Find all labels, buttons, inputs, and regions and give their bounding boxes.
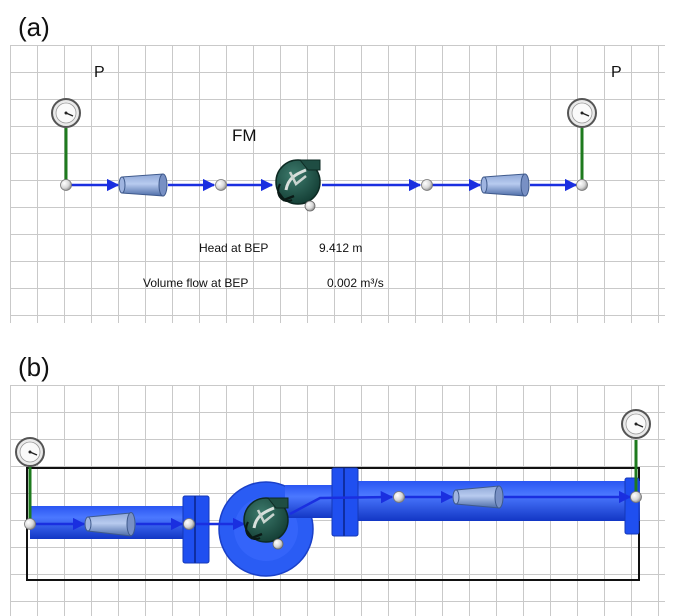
pipe-reducer-icon[interactable] <box>84 512 136 537</box>
pipe-reducer-icon[interactable] <box>452 485 504 509</box>
pipe-reducer-icon[interactable] <box>480 173 530 197</box>
panel-b-label: (b) <box>18 352 50 382</box>
pressure-gauge-icon[interactable] <box>567 98 597 128</box>
node-icon[interactable] <box>24 518 36 530</box>
node-icon[interactable] <box>60 179 72 191</box>
node-icon[interactable] <box>630 491 642 503</box>
pipe-flange <box>343 468 345 536</box>
head-at-bep-value: 9.412 m <box>319 241 363 255</box>
node-icon[interactable] <box>576 179 588 191</box>
node-icon[interactable] <box>183 518 195 530</box>
pressure-gauge-icon[interactable] <box>621 409 651 439</box>
volume-flow-value: 0.002 m³/s <box>327 276 384 290</box>
pressure-gauge-icon[interactable] <box>15 437 45 467</box>
head-at-bep-label: Head at BEP <box>199 241 269 255</box>
pressure-label-left: P <box>94 64 105 81</box>
pressure-gauge-icon[interactable] <box>51 98 81 128</box>
volume-flow-label: Volume flow at BEP <box>143 276 249 290</box>
node-icon[interactable] <box>215 179 227 191</box>
node-icon[interactable] <box>393 491 405 503</box>
pump-icon[interactable] <box>275 159 321 212</box>
pipe-flange <box>194 496 196 563</box>
pump-label: FM <box>232 126 257 145</box>
panel-a-label: (a) <box>18 12 50 42</box>
pump-icon[interactable] <box>243 497 289 550</box>
pipe-reducer-icon[interactable] <box>118 173 168 197</box>
flow-arrow-icon <box>289 490 394 516</box>
pressure-label-right: P <box>611 64 622 81</box>
node-icon[interactable] <box>421 179 433 191</box>
